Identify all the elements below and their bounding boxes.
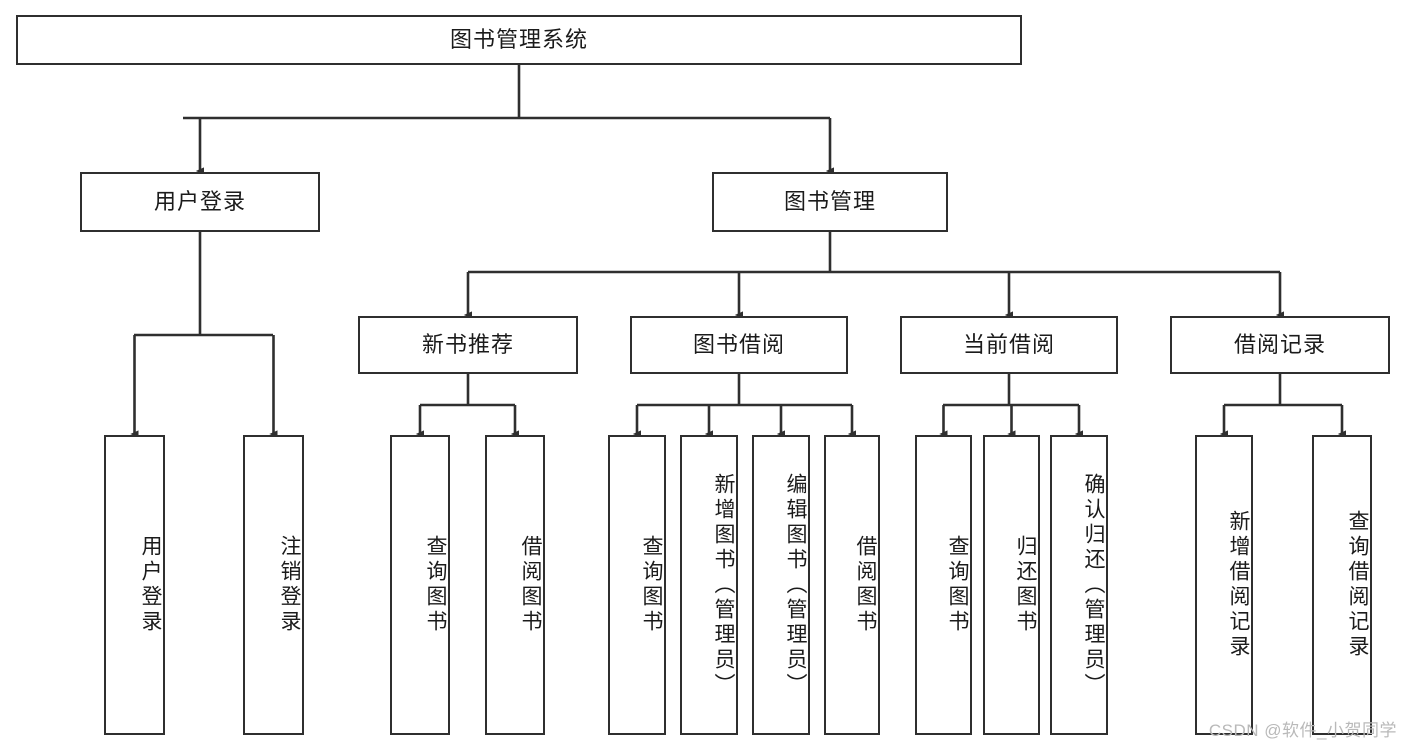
leaf-confirm-return-admin[interactable]: 确认归还（管理员） xyxy=(1050,435,1108,735)
leaf-query-borrow-record[interactable]: 查询借阅记录 xyxy=(1312,435,1372,735)
node-borrow-records[interactable]: 借阅记录 xyxy=(1170,316,1390,374)
leaf-new-query-book[interactable]: 查询图书 xyxy=(390,435,450,735)
node-root-label: 图书管理系统 xyxy=(449,26,588,52)
leaf-return-book[interactable]: 归还图书 xyxy=(983,435,1040,735)
leaf-user-login-label: 用户登录 xyxy=(139,535,162,635)
leaf-return-book-label: 归还图书 xyxy=(1014,535,1037,635)
leaf-logout-label: 注销登录 xyxy=(278,535,301,635)
leaf-add-borrow-record[interactable]: 新增借阅记录 xyxy=(1195,435,1253,735)
leaf-edit-book-admin-label: 编辑图书（管理员） xyxy=(784,472,807,698)
leaf-add-borrow-record-label: 新增借阅记录 xyxy=(1227,510,1250,660)
leaf-add-book-admin[interactable]: 新增图书（管理员） xyxy=(680,435,738,735)
leaf-confirm-return-admin-label: 确认归还（管理员） xyxy=(1082,472,1105,698)
node-current-borrow[interactable]: 当前借阅 xyxy=(900,316,1118,374)
csdn-watermark: CSDN @软件_小贺同学 xyxy=(1208,721,1397,740)
node-book-management[interactable]: 图书管理 xyxy=(712,172,948,232)
leaf-edit-book-admin[interactable]: 编辑图书（管理员） xyxy=(752,435,810,735)
leaf-user-login[interactable]: 用户登录 xyxy=(104,435,165,735)
leaf-borrow-book-label: 借阅图书 xyxy=(854,535,877,635)
leaf-new-query-book-label: 查询图书 xyxy=(424,535,447,635)
node-user-login[interactable]: 用户登录 xyxy=(80,172,320,232)
node-borrow-records-label: 借阅记录 xyxy=(1233,331,1326,357)
node-new-book-recommend[interactable]: 新书推荐 xyxy=(358,316,578,374)
leaf-borrow-query-book-label: 查询图书 xyxy=(640,535,663,635)
node-current-borrow-label: 当前借阅 xyxy=(962,331,1055,357)
leaf-borrow-book[interactable]: 借阅图书 xyxy=(824,435,880,735)
leaf-query-borrow-record-label: 查询借阅记录 xyxy=(1346,510,1369,660)
leaf-add-book-admin-label: 新增图书（管理员） xyxy=(712,472,735,698)
leaf-borrow-query-book[interactable]: 查询图书 xyxy=(608,435,666,735)
leaf-logout[interactable]: 注销登录 xyxy=(243,435,304,735)
node-book-management-label: 图书管理 xyxy=(783,188,876,214)
node-root[interactable]: 图书管理系统 xyxy=(16,15,1022,65)
node-book-borrow[interactable]: 图书借阅 xyxy=(630,316,848,374)
leaf-current-query-book[interactable]: 查询图书 xyxy=(915,435,972,735)
leaf-new-borrow-book-label: 借阅图书 xyxy=(519,535,542,635)
node-book-borrow-label: 图书借阅 xyxy=(692,331,785,357)
node-user-login-label: 用户登录 xyxy=(153,188,246,214)
leaf-current-query-book-label: 查询图书 xyxy=(946,535,969,635)
node-new-book-recommend-label: 新书推荐 xyxy=(421,331,514,357)
leaf-new-borrow-book[interactable]: 借阅图书 xyxy=(485,435,545,735)
